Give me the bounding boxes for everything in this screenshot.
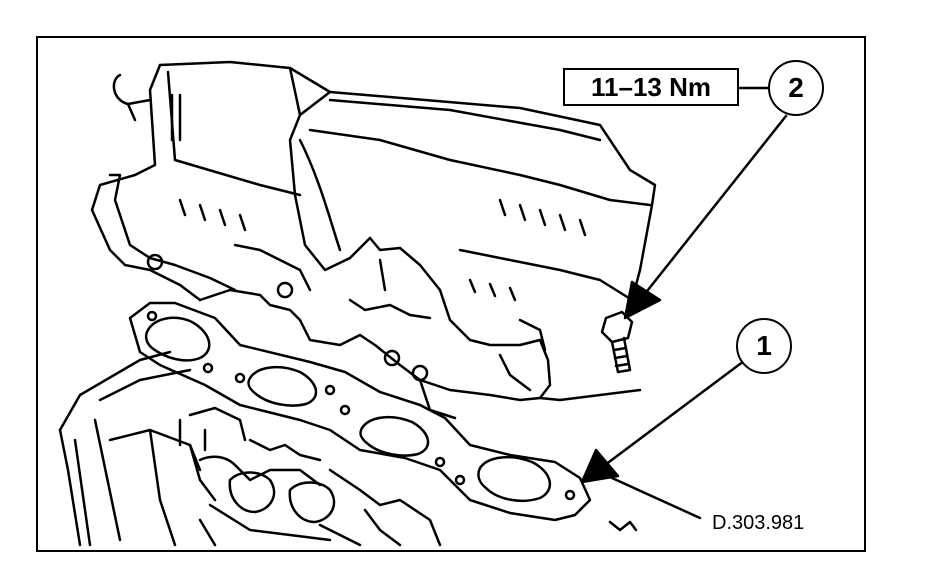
- intake-manifold: [90, 60, 657, 420]
- callout-2: 2: [768, 60, 824, 116]
- bolt: [600, 310, 634, 374]
- drawing-reference: D.303.981: [712, 512, 805, 534]
- manifold-gasket: [128, 301, 592, 522]
- diagram-frame: [36, 36, 866, 552]
- leader-lines: [580, 86, 788, 520]
- engine-block: [58, 350, 442, 547]
- torque-spec-label: 11–13 Nm: [563, 68, 739, 106]
- stray-mark: [608, 520, 638, 532]
- callout-1: 1: [736, 318, 792, 374]
